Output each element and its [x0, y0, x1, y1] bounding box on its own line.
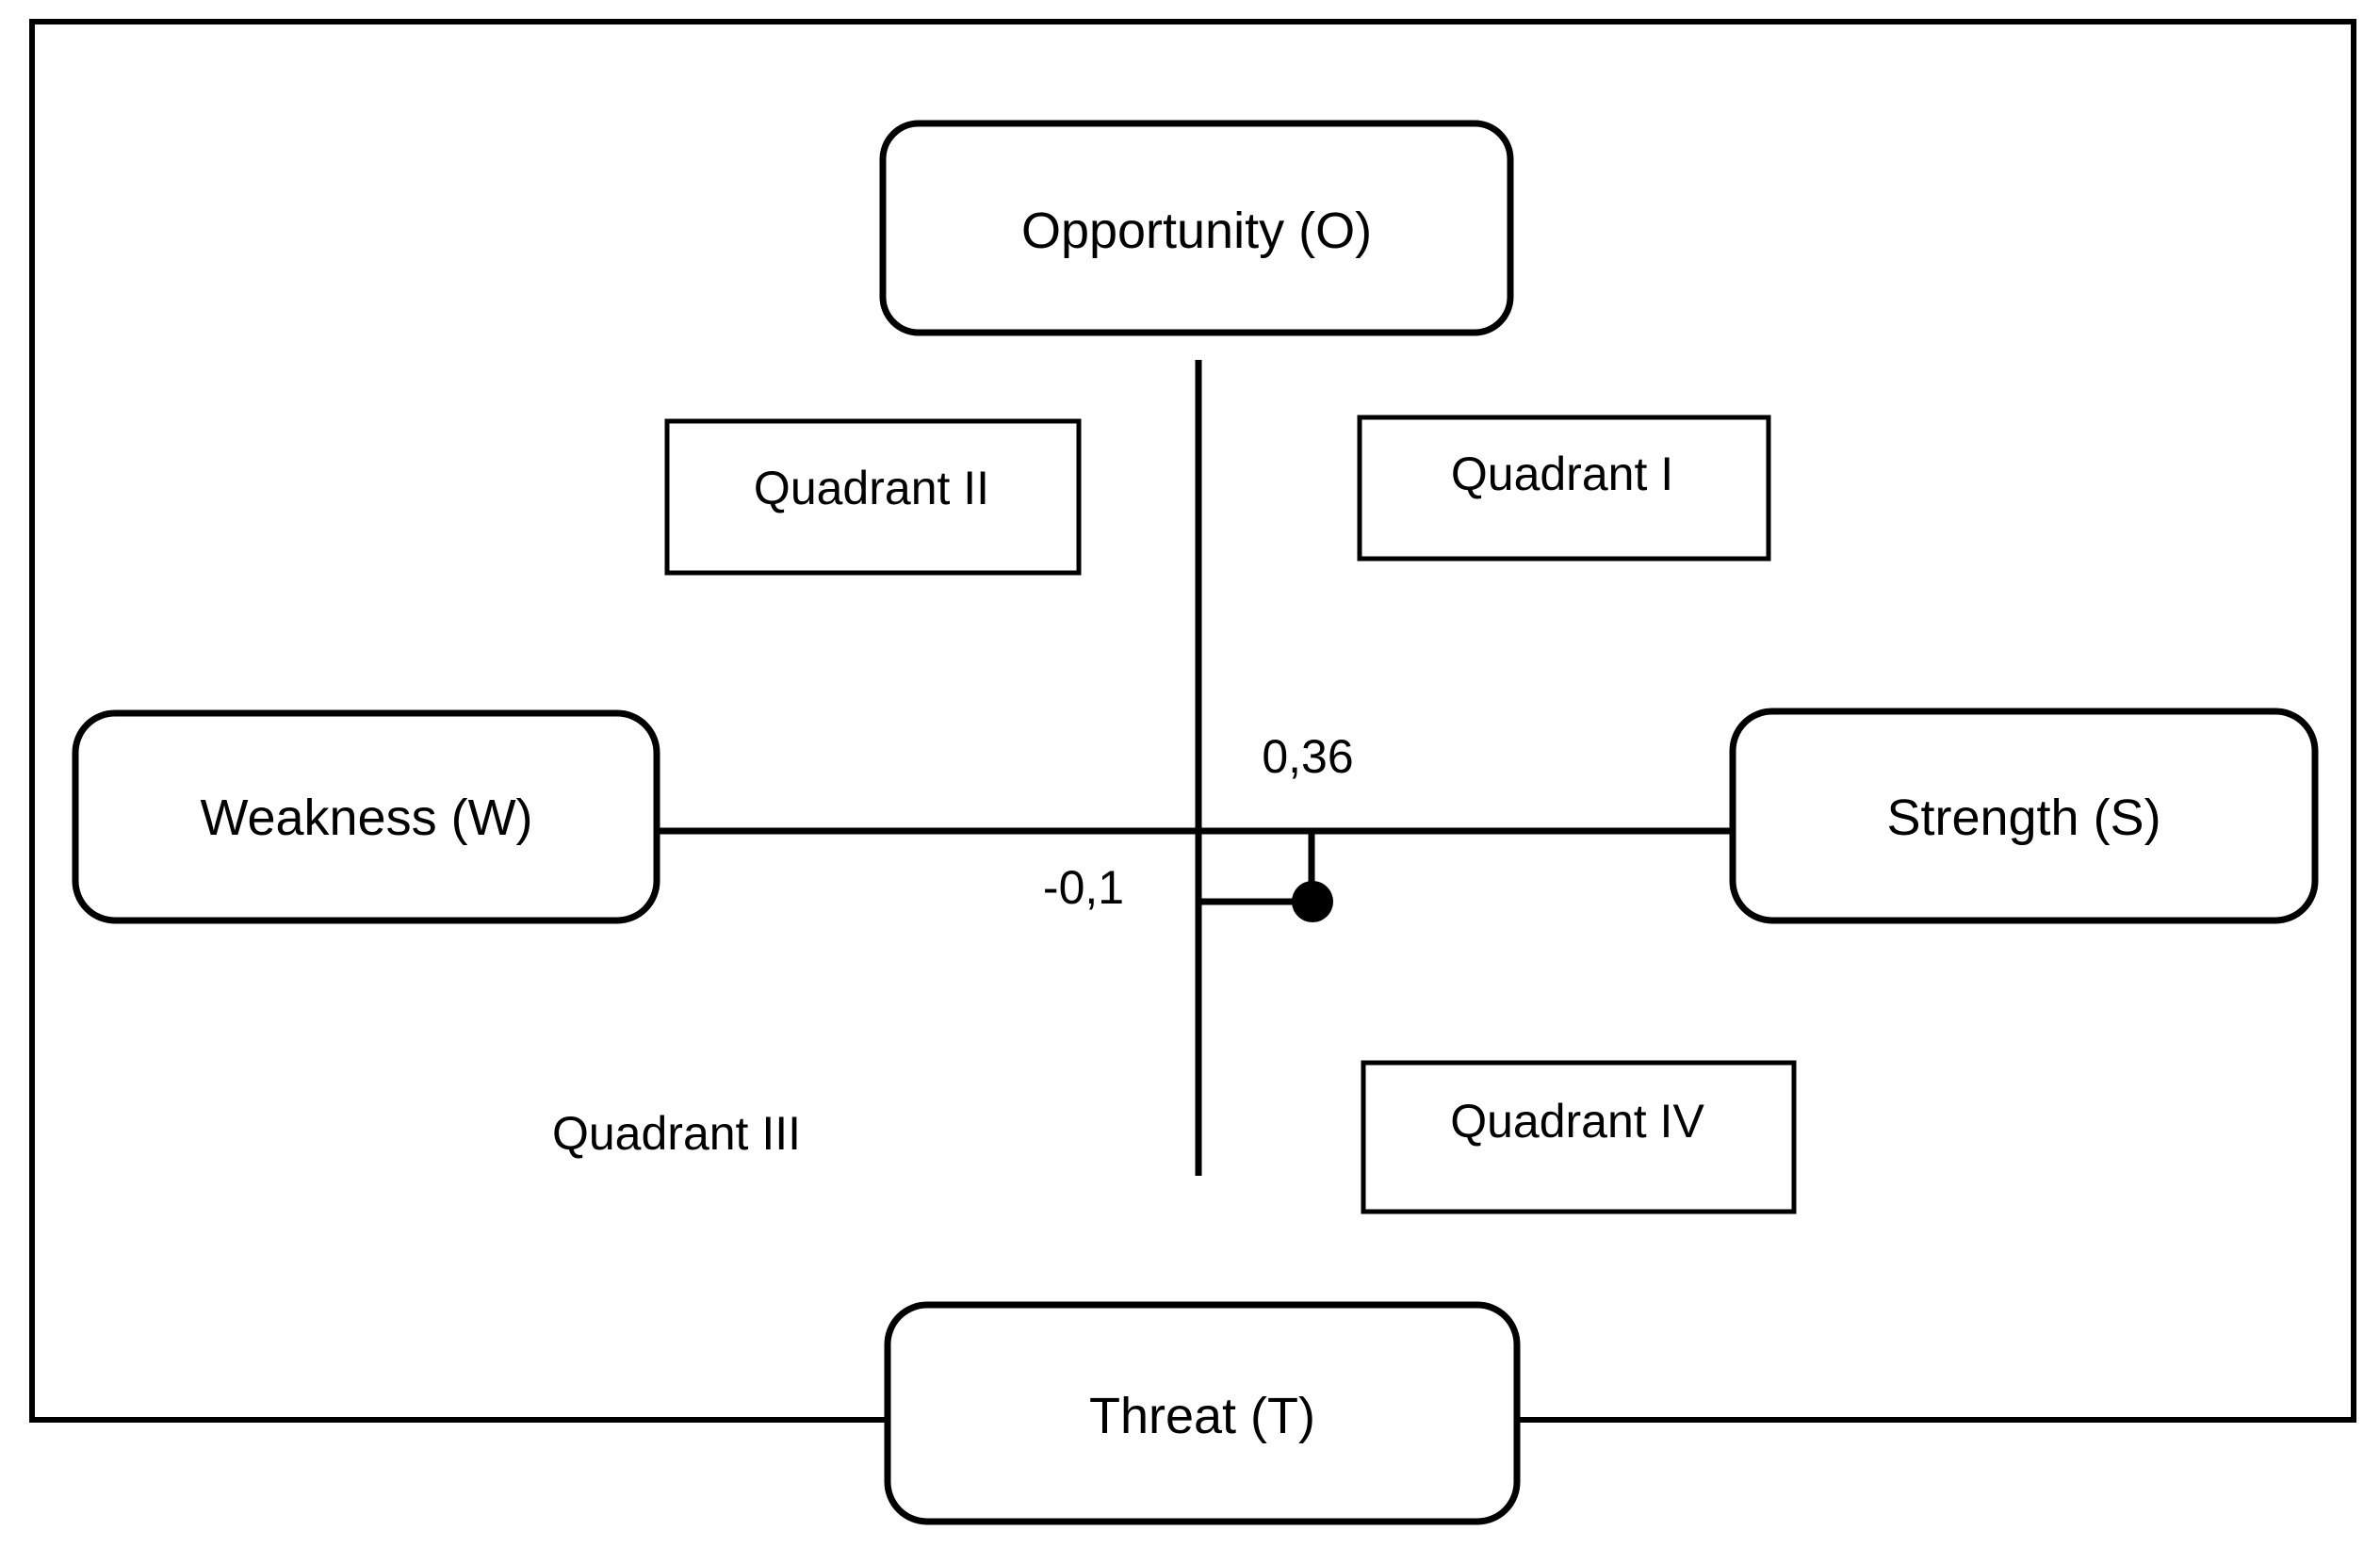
quadrant-2-box — [664, 418, 1082, 576]
weakness-node-label: Weakness (W) — [200, 790, 533, 846]
swot-position-marker — [1292, 881, 1333, 922]
quadrant-4-label: Quadrant IV — [1450, 1095, 1704, 1148]
threat-node-box — [884, 1301, 1521, 1525]
weakness-node-box — [72, 709, 660, 924]
quadrant-3-label: Quadrant III — [551, 1107, 802, 1160]
x-axis-value-label: 0,36 — [1262, 730, 1354, 783]
opportunity-node-label: Opportunity (O) — [1020, 203, 1373, 259]
strength-node-label: Strength (S) — [1886, 790, 2161, 846]
quadrant-1-box — [1357, 415, 1771, 562]
opportunity-node-box — [879, 120, 1514, 336]
quadrant-4-box — [1361, 1060, 1797, 1214]
quadrant-1-label: Quadrant I — [1450, 448, 1674, 500]
y-axis-value-label: -0,1 — [1042, 861, 1125, 914]
threat-node-label: Threat (T) — [1088, 1388, 1316, 1444]
quadrant-2-label: Quadrant II — [753, 462, 990, 514]
strength-node-box — [1729, 708, 2319, 924]
